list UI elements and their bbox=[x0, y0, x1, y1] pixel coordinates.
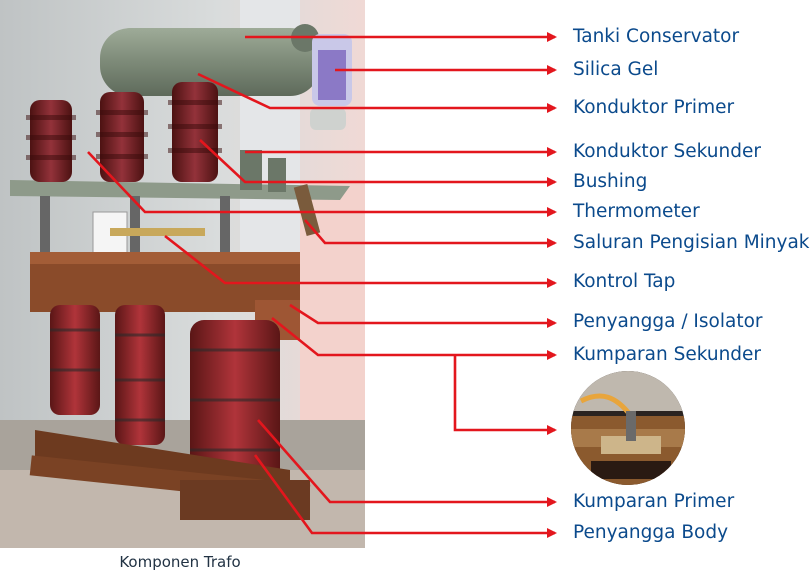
arrow-penyangga-isolator bbox=[289, 303, 557, 328]
label-konduktor-primer: Konduktor Primer bbox=[573, 97, 735, 118]
arrow-kontrol-tap bbox=[164, 234, 557, 288]
label-saluran-pengisian-minyak: Saluran Pengisian Minyak bbox=[573, 232, 810, 253]
arrow-inset bbox=[453, 355, 557, 435]
arrow-konduktor-primer bbox=[197, 72, 557, 113]
arrow-thermometer bbox=[87, 151, 557, 217]
arrow-saluran-pengisian bbox=[304, 219, 557, 248]
label-penyangga-isolator: Penyangga / Isolator bbox=[573, 311, 763, 332]
label-tanki-conservator: Tanki Conservator bbox=[573, 26, 740, 47]
label-kontrol-tap: Kontrol Tap bbox=[573, 271, 676, 292]
label-thermometer: Thermometer bbox=[573, 201, 700, 222]
arrow-bushing bbox=[199, 139, 557, 187]
arrow-kumparan-sekunder bbox=[271, 316, 557, 360]
label-penyangga-body: Penyangga Body bbox=[573, 522, 729, 543]
arrow-kumparan-primer bbox=[257, 419, 557, 507]
arrow-penyangga-body bbox=[253, 454, 557, 538]
label-kumparan-sekunder: Kumparan Sekunder bbox=[573, 344, 762, 365]
label-silica-gel: Silica Gel bbox=[573, 59, 659, 80]
label-kumparan-primer: Kumparan Primer bbox=[573, 491, 735, 512]
kumparan-sekunder-inset-photo bbox=[571, 371, 685, 485]
label-konduktor-sekunder: Konduktor Sekunder bbox=[573, 141, 761, 162]
figure-caption: Komponen Trafo bbox=[119, 553, 241, 571]
transformer-photo bbox=[0, 0, 365, 548]
label-bushing: Bushing bbox=[573, 171, 648, 192]
